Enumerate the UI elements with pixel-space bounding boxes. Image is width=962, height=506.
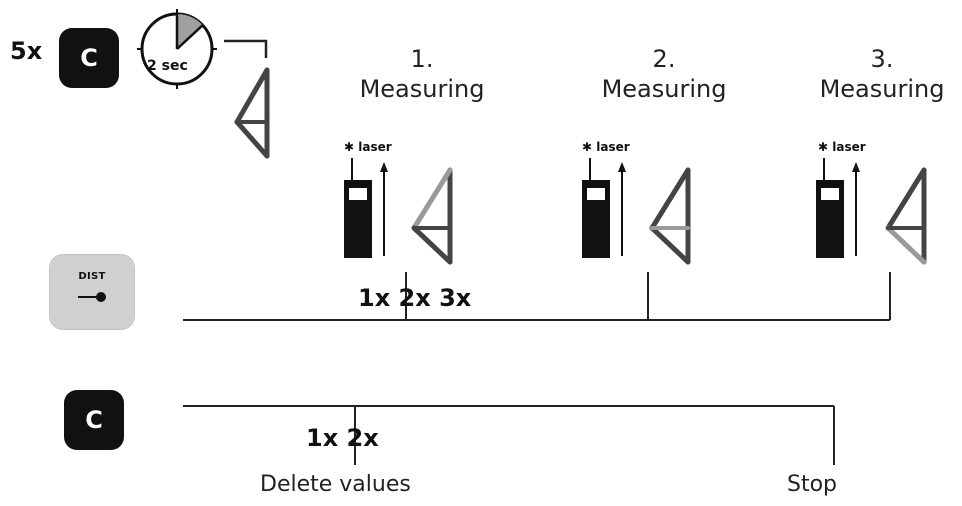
clear-key-top[interactable]: C <box>59 28 119 88</box>
laser-star-icon: ✱ <box>818 140 829 154</box>
triangle-reference-icon <box>232 66 274 160</box>
step-3-triangle-icon <box>882 164 932 268</box>
step-2-title: 2. Measuring <box>594 44 734 104</box>
step-2-number: 2. <box>652 45 676 73</box>
clear-key-label: C <box>85 406 103 434</box>
dist-key[interactable]: DIST <box>49 254 135 330</box>
step-1-laser-label: ✱ laser <box>344 140 392 154</box>
step-2-laser-label: ✱ laser <box>582 140 630 154</box>
clear-key-bottom[interactable]: C <box>64 390 124 450</box>
step-1-label: Measuring <box>359 75 485 103</box>
step-2-device-icon <box>578 150 638 260</box>
step-3-laser-label: ✱ laser <box>818 140 866 154</box>
step-3-label: Measuring <box>819 75 945 103</box>
step-1-title: 1. Measuring <box>352 44 492 104</box>
dist-presses-label: 1x 2x 3x <box>358 284 472 312</box>
clear-key-label: C <box>80 44 98 72</box>
step-3-number: 3. <box>870 45 894 73</box>
dist-key-symbol-icon <box>78 292 106 302</box>
clear-presses-label: 1x 2x <box>306 424 379 452</box>
dist-key-label: DIST <box>78 271 106 282</box>
laser-star-icon: ✱ <box>582 140 593 154</box>
timer-label: 2 sec <box>147 58 188 74</box>
step-1-number: 1. <box>410 45 434 73</box>
step-1-triangle-icon <box>408 164 458 268</box>
step-2-triangle-icon <box>646 164 696 268</box>
timer-icon <box>136 8 218 90</box>
step-3-title: 3. Measuring <box>812 44 952 104</box>
laser-star-icon: ✱ <box>344 140 355 154</box>
step-2-label: Measuring <box>601 75 727 103</box>
delete-values-label: Delete values <box>260 472 411 497</box>
step-1-device-icon <box>340 150 400 260</box>
stop-label: Stop <box>787 472 838 497</box>
step-3-device-icon <box>812 150 872 260</box>
repeat-count-label: 5x <box>10 37 43 65</box>
